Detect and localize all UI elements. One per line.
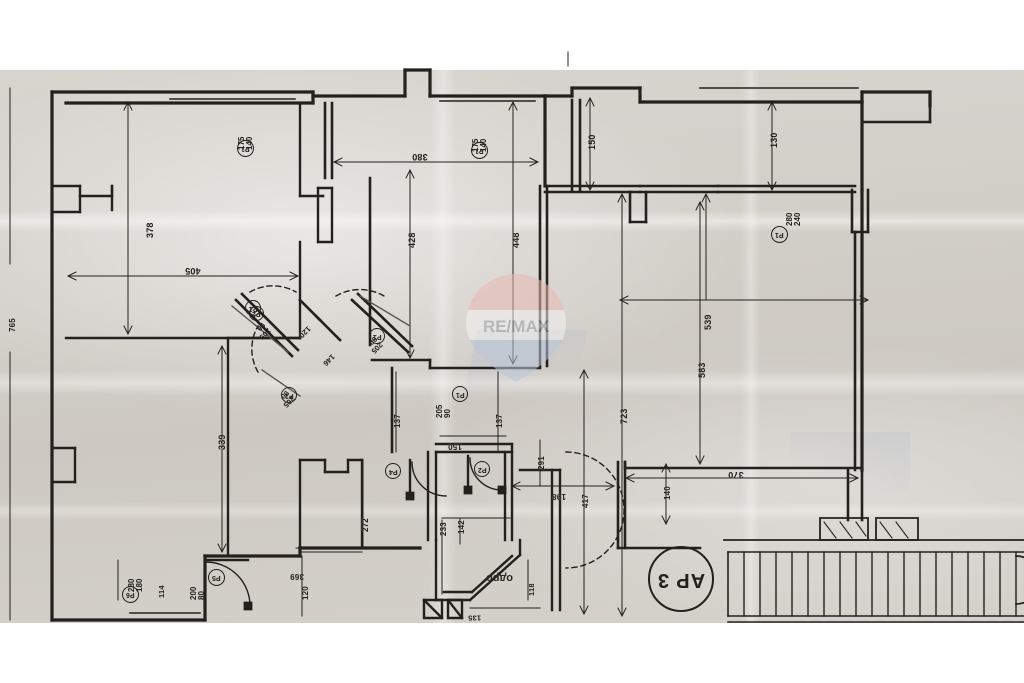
dim-130: 130 (769, 132, 779, 148)
dim-405: 405 (185, 266, 201, 276)
dim-448: 448 (511, 232, 521, 248)
window-mark-top-left: P1 (237, 140, 254, 157)
dim-723: 723 (619, 408, 629, 424)
door-mark-hall: P1 (452, 386, 468, 402)
dim-428: 428 (407, 232, 417, 248)
door-mark-4: P5 (208, 569, 225, 586)
apartment-label-text: AP 3 (656, 568, 706, 591)
window-mark-top-mid: P1 (471, 142, 488, 159)
dim-198: 198 (552, 492, 566, 501)
door-mark-6: P2 (474, 461, 490, 477)
paper-crease-vertical-2 (742, 70, 760, 623)
door-tag-hall: 205 90 (435, 405, 453, 418)
dim-135: 135 (468, 613, 482, 623)
door-tag-w: 80 (197, 591, 207, 600)
dim-417: 417 (581, 494, 590, 508)
dim-233: 233 (439, 522, 448, 536)
dim-142: 142 (457, 520, 466, 534)
dim-339: 339 (217, 434, 227, 450)
floor-note-text: одро (486, 572, 513, 584)
top-white-border (0, 0, 1024, 70)
dim-150-right-upper: 150 (587, 134, 597, 150)
dim-272: 272 (361, 518, 370, 532)
dim-118: 118 (527, 583, 536, 596)
door-mark-2: P1 (281, 387, 297, 403)
bottom-white-border (0, 623, 1024, 683)
window-tag-top-right: 280 240 (785, 212, 803, 226)
dim-583: 583 (697, 362, 707, 378)
dim-left-overall: 765 (8, 318, 17, 332)
door-mark-5: P4 (385, 463, 401, 479)
dim-137-left: 137 (393, 414, 402, 428)
apartment-label-ap3: AP 3 (648, 546, 714, 612)
door-mark-3: P1 (369, 328, 385, 344)
dim-380: 380 (412, 152, 428, 162)
window-tag-w: 240 (793, 212, 803, 226)
dim-539: 539 (703, 314, 713, 330)
window-mark-top-right: P1 (771, 226, 788, 243)
window-mark-bottom-left: P6 (122, 586, 139, 603)
dim-150-bath: 150 (448, 442, 462, 451)
dim-370: 370 (728, 470, 744, 480)
dim-120: 120 (301, 586, 310, 600)
dim-137-right: 137 (495, 414, 504, 428)
dim-114: 114 (157, 585, 166, 598)
dim-369: 369 (290, 572, 304, 581)
door-mark-7: P2 (249, 306, 264, 321)
dim-378: 378 (145, 222, 155, 238)
door-tag-w: 90 (443, 409, 453, 418)
door-tag-4: 200 80 (189, 587, 207, 600)
dim-140-right: 140 (663, 486, 672, 500)
dim-291: 291 (537, 456, 546, 470)
